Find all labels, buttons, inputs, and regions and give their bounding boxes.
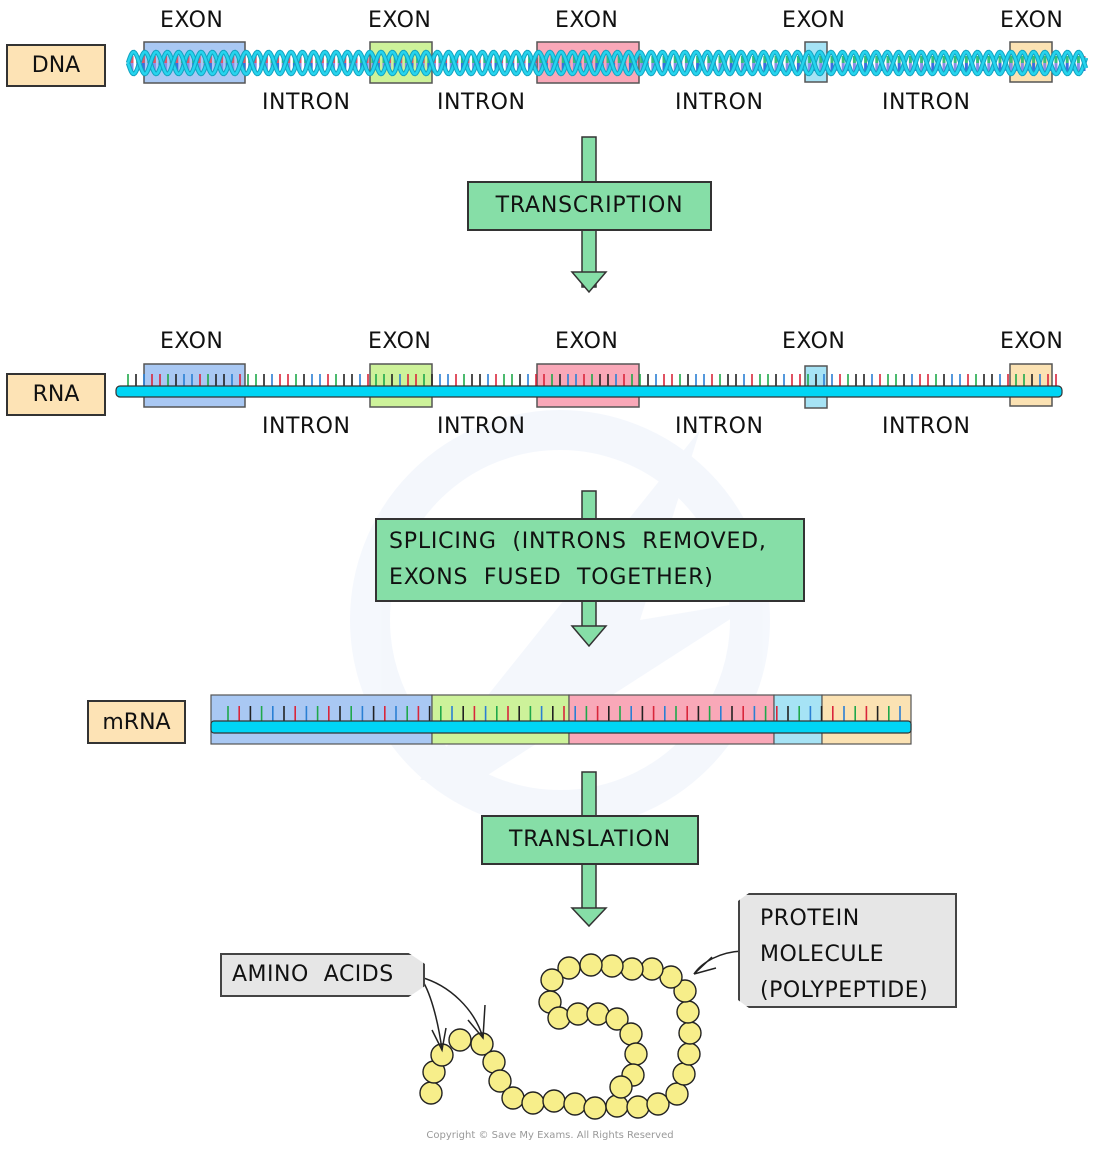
- amino-acid-bead: [678, 1021, 702, 1045]
- dna-double-helix: [125, 49, 1089, 77]
- amino-acid-bead: [672, 1062, 696, 1086]
- amino-acid-bead: [677, 1042, 701, 1066]
- amino-acid-bead: [640, 957, 664, 981]
- amino-acid-bead: [665, 1082, 689, 1106]
- amino-acid-bead: [600, 954, 624, 978]
- splicing-line-1: SPLICING (INTRONS REMOVED,: [389, 529, 767, 554]
- rna-exon-label-1: EXON: [160, 329, 224, 354]
- rna-intron-label-3: INTRON: [675, 414, 764, 439]
- dna-exon-label-1: EXON: [160, 8, 224, 33]
- rna-bases: [127, 374, 1057, 387]
- amino-acid-bead: [521, 1091, 545, 1115]
- mrna-exon-segments: [210, 694, 912, 745]
- rna-intron-label-1: INTRON: [262, 414, 351, 439]
- rna-strand: [115, 385, 1063, 398]
- amino-acid-bead: [676, 1000, 700, 1024]
- mrna-exon-2: [431, 694, 570, 745]
- amino-acid-bead: [609, 1075, 633, 1099]
- rna-label: RNA: [6, 373, 106, 416]
- amino-acid-bead: [626, 1095, 650, 1119]
- amino-acid-bead: [430, 1043, 454, 1067]
- rna-exon-label-4: EXON: [782, 329, 846, 354]
- dna-intron-label-2: INTRON: [437, 90, 526, 115]
- amino-acid-bead: [448, 1028, 472, 1052]
- amino-acid-bead: [605, 1094, 629, 1118]
- amino-acid-bead: [488, 1069, 512, 1093]
- step-translation: TRANSLATION: [481, 815, 699, 865]
- watermark-logo: [350, 410, 770, 830]
- mrna-strand: [210, 720, 912, 734]
- mrna-exon-3: [568, 694, 775, 745]
- amino-acid-bead: [624, 1042, 648, 1066]
- amino-acid-bead: [542, 1089, 566, 1113]
- amino-acids-callout: AMINO ACIDS: [220, 953, 425, 997]
- dna-exon-label-2: EXON: [368, 8, 432, 33]
- mrna-exon-4: [773, 694, 823, 745]
- amino-acid-bead: [646, 1092, 670, 1116]
- dna-exon-label-4: EXON: [782, 8, 846, 33]
- amino-acid-bead: [563, 1092, 587, 1116]
- rna-exon-label-5: EXON: [1000, 329, 1064, 354]
- amino-acid-bead: [579, 953, 603, 977]
- amino-acid-bead: [419, 1081, 443, 1105]
- step-splicing: SPLICING (INTRONS REMOVED, EXONS FUSED T…: [375, 518, 805, 602]
- polypeptide-chain: [419, 953, 702, 1120]
- mrna-exon-1: [210, 694, 433, 745]
- dna-label: DNA: [6, 44, 106, 87]
- dna-intron-label-3: INTRON: [675, 90, 764, 115]
- amino-acid-bead: [605, 1007, 629, 1031]
- dna-exon-label-5: EXON: [1000, 8, 1064, 33]
- dna-strand: [126, 50, 1088, 76]
- mrna-label: mRNA: [87, 700, 186, 744]
- protein-label-line-1: PROTEIN: [760, 906, 860, 931]
- rna-intron-label-2: INTRON: [437, 414, 526, 439]
- protein-molecule-callout: PROTEIN MOLECULE (POLYPEPTIDE): [738, 893, 957, 1008]
- rna-exon-label-3: EXON: [555, 329, 619, 354]
- amino-acid-bead: [566, 1002, 590, 1026]
- amino-acid-bead: [557, 956, 581, 980]
- amino-acid-bead: [547, 1006, 571, 1030]
- amino-acid-bead: [540, 968, 564, 992]
- protein-label-line-2: MOLECULE: [760, 942, 885, 967]
- rna-exon-label-2: EXON: [368, 329, 432, 354]
- rna-intron-label-4: INTRON: [882, 414, 971, 439]
- splicing-line-2: EXONS FUSED TOGETHER): [389, 565, 714, 590]
- amino-acids-label: AMINO ACIDS: [232, 962, 394, 987]
- dna-exon-label-3: EXON: [555, 8, 619, 33]
- dna-intron-label-4: INTRON: [882, 90, 971, 115]
- amino-acid-bead: [620, 957, 644, 981]
- step-transcription: TRANSCRIPTION: [467, 181, 712, 231]
- dna-intron-label-1: INTRON: [262, 90, 351, 115]
- amino-acid-bead: [583, 1096, 607, 1120]
- amino-acid-bead: [673, 979, 697, 1003]
- copyright-notice: Copyright © Save My Exams. All Rights Re…: [426, 1130, 674, 1141]
- amino-acid-bead: [619, 1022, 643, 1046]
- amino-acid-bead: [501, 1086, 525, 1110]
- mrna-bases: [227, 706, 901, 721]
- rna-exon-5: [1009, 363, 1053, 407]
- protein-label-line-3: (POLYPEPTIDE): [760, 978, 929, 1003]
